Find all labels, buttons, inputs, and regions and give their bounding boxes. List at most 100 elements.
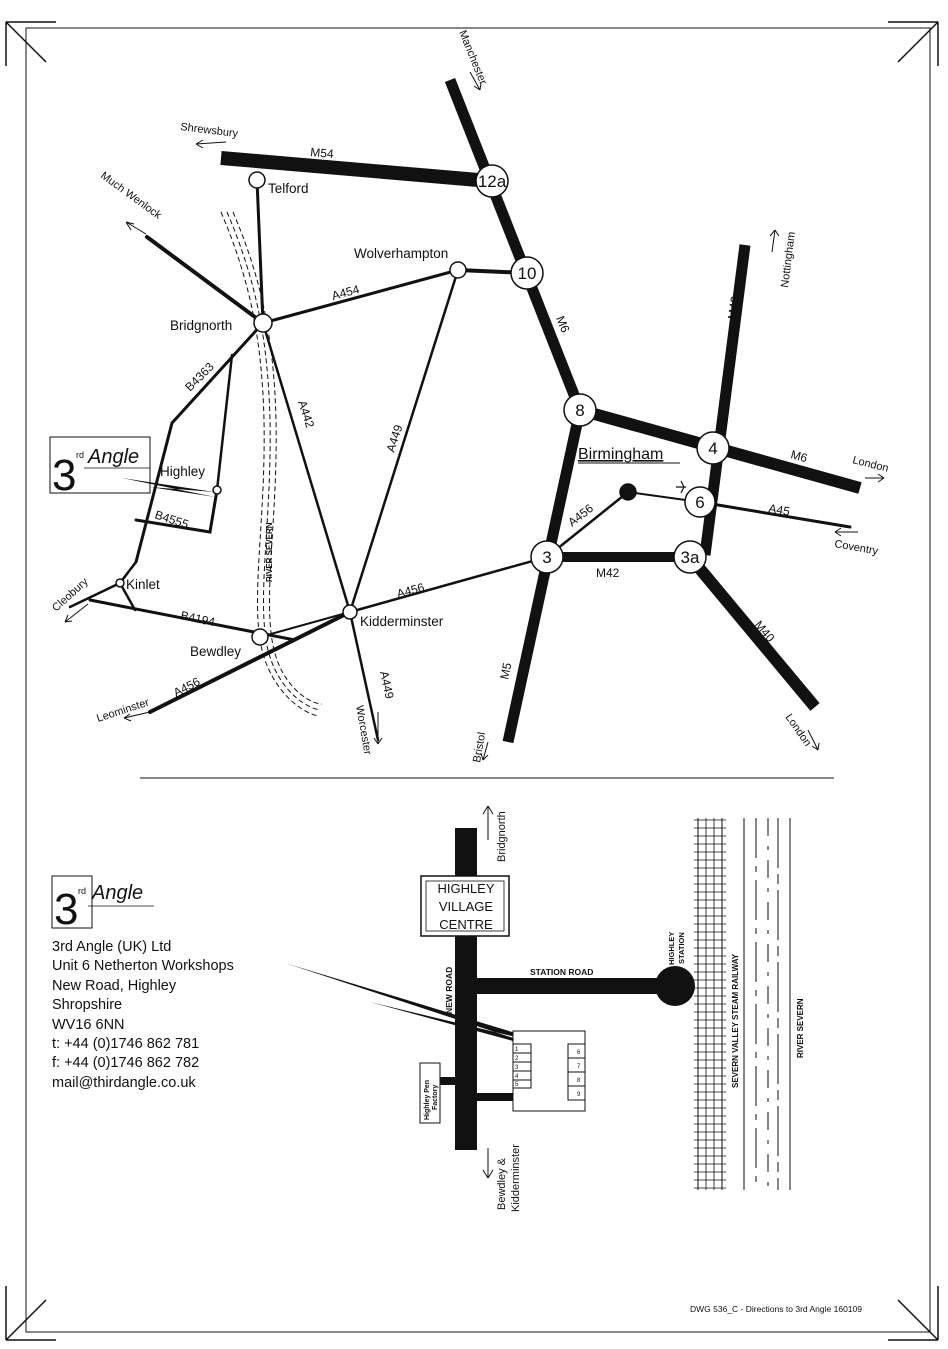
local-arrows — [482, 805, 494, 1179]
birmingham-marker — [619, 483, 637, 501]
a449-south-road — [348, 610, 380, 742]
kidderminster-label: Kidderminster — [360, 614, 444, 629]
river-severn-label: RIVER SEVERN — [265, 522, 274, 582]
motorways — [220, 77, 862, 744]
m40-road — [685, 553, 820, 711]
coventry-label: Coventry — [833, 538, 879, 558]
a456-birmingham-label: A456 — [565, 501, 596, 529]
bewdley-marker — [251, 628, 269, 646]
unit-4-label: 4 — [515, 1074, 519, 1080]
address-line-4: Shropshire — [52, 997, 123, 1014]
b4363-road — [134, 321, 265, 564]
svg-text:Highley Pen: Highley Pen — [424, 1080, 431, 1120]
unit-1-label: 1 — [515, 1047, 519, 1053]
station-label-1: HIGHLEY — [667, 932, 676, 965]
bridgnorth-marker — [253, 313, 273, 333]
junction-4-label: 4 — [708, 439, 717, 458]
svg-text:Angle: Angle — [87, 446, 139, 468]
m42-south-label: M42 — [596, 566, 620, 580]
bridgnorth-local-label: Bridgnorth — [496, 811, 508, 862]
cleobury-label: Cleobury — [50, 576, 91, 615]
railway-sleepers — [694, 818, 726, 1190]
highley-lane-road — [215, 353, 234, 492]
address-line-2: Unit 6 Netherton Workshops — [52, 958, 234, 975]
unit-9-label: 9 — [577, 1092, 581, 1098]
address-line-5: WV16 6NN — [52, 1016, 125, 1033]
a456-leominster-label: A456 — [171, 674, 203, 699]
a45-road — [698, 500, 852, 529]
company-address: 3rd Angle (UK) Ltd Unit 6 Netherton Work… — [52, 938, 312, 1093]
address-line-1: 3rd Angle (UK) Ltd — [52, 939, 172, 955]
junction-10-marker — [510, 256, 544, 290]
email-address[interactable]: mail@thirdangle.co.uk — [52, 1074, 196, 1091]
units-block — [512, 1030, 586, 1112]
wolverhampton-marker — [449, 261, 467, 279]
london-m40-label: London — [783, 712, 814, 749]
factory-access-road — [440, 1077, 455, 1085]
a456-kidderminster-label: A456 — [395, 580, 426, 601]
svg-text:Angle: Angle — [91, 882, 143, 904]
bewdley-road — [259, 611, 351, 638]
svg-text:VILLAGE: VILLAGE — [439, 899, 494, 914]
junction-3-marker — [530, 540, 564, 574]
station-label-2: STATION — [677, 932, 686, 964]
junction-4-marker — [696, 431, 730, 465]
sheet-border — [5, 21, 939, 1341]
telford-label: Telford — [268, 181, 309, 196]
junction-3-label: 3 — [542, 548, 551, 567]
location-pointer — [285, 963, 578, 1056]
a454-road — [261, 268, 460, 325]
svg-text:rd: rd — [78, 886, 86, 896]
logo-bottom: 3 rd Angle — [51, 875, 154, 934]
nottingham-label: Nottingham — [779, 231, 798, 288]
junction-8-label: 8 — [575, 401, 584, 420]
station-road-label: STATION ROAD — [530, 967, 593, 977]
a456-birmingham-road — [545, 490, 630, 559]
a456-east-road — [348, 555, 549, 614]
unit-2-label: 2 — [515, 1056, 519, 1062]
m54-road — [220, 151, 491, 188]
bewdley-local-label-2: Kidderminster — [510, 1144, 522, 1212]
a45-label: A45 — [767, 501, 791, 519]
birmingham-label: Birmingham — [578, 446, 663, 463]
town-markers — [115, 171, 637, 646]
kidderminster-marker — [342, 604, 358, 620]
much-wenlock-road — [145, 235, 265, 325]
unit-3-label: 3 — [515, 1065, 519, 1071]
a449-south-label: A449 — [377, 670, 397, 701]
manchester-label: Manchester — [456, 29, 489, 87]
telephone-number: t: +44 (0)1746 862 781 — [52, 1036, 200, 1053]
m6-east-label: M6 — [789, 447, 809, 465]
junction-12a-marker — [475, 164, 509, 198]
highley-label: Highley — [160, 464, 205, 479]
units-access-road — [477, 1093, 513, 1101]
unit-5-label: 5 — [515, 1082, 519, 1088]
kinlet-label: Kinlet — [126, 577, 160, 592]
highley-pointer — [122, 478, 215, 497]
svg-text:rd: rd — [76, 450, 84, 460]
river-severn — [220, 211, 323, 717]
airport-icon — [676, 480, 686, 494]
unit-7-label: 7 — [577, 1064, 581, 1070]
river-local-label: RIVER SEVERN — [796, 998, 805, 1058]
b4555-label: B4555 — [153, 508, 191, 532]
svg-text:HIGHLEY: HIGHLEY — [437, 881, 494, 896]
destination-arrows — [64, 71, 885, 761]
m54-label: M54 — [310, 145, 335, 161]
factory-box: Highley Pen Factory — [419, 1062, 441, 1124]
b4363-label: B4363 — [182, 359, 217, 394]
a442-label: A442 — [295, 399, 317, 430]
worcester-label: Worcester — [353, 704, 374, 756]
wolverhampton-label: Wolverhampton — [354, 246, 448, 261]
shrewsbury-label: Shrewsbury — [180, 121, 240, 140]
new-road-label: NEW ROAD — [444, 967, 454, 1014]
railway-label: SEVERN VALLEY STEAM RAILWAY — [731, 953, 740, 1088]
bewdley-local-label-1: Bewdley & — [496, 1157, 508, 1210]
kinlet-cleobury-road — [118, 581, 137, 612]
b4194-label: B4194 — [179, 608, 216, 629]
telford-bridgnorth-road — [255, 178, 265, 325]
local-roads — [68, 178, 852, 742]
a449-road — [348, 268, 460, 614]
highley-marker — [212, 485, 222, 495]
